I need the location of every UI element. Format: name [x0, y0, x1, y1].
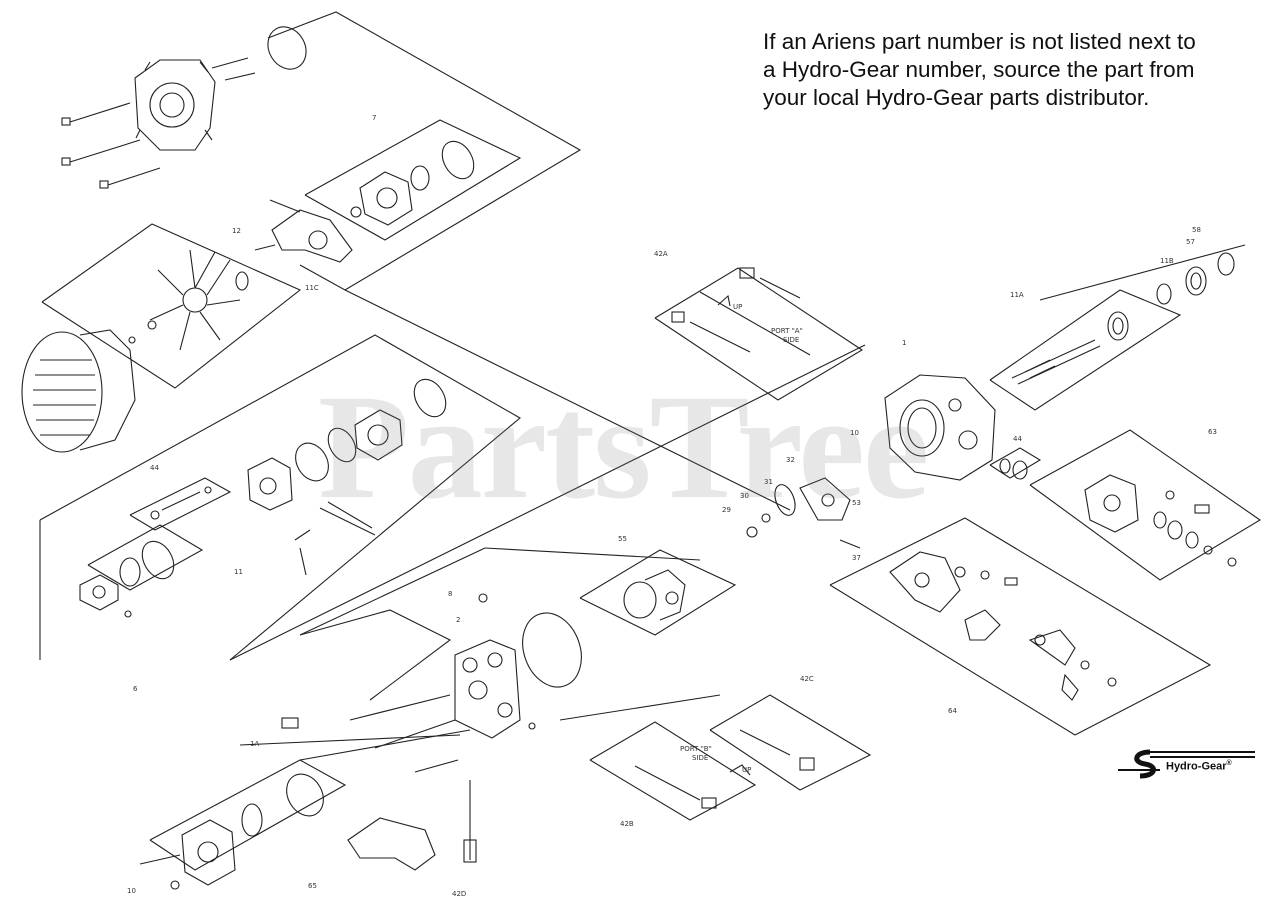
callout: 42B	[620, 820, 634, 828]
port-label: PORT "A"	[771, 327, 803, 335]
callout: 8	[448, 590, 452, 598]
seal-housing	[350, 140, 475, 226]
note-line: your local Hydro-Gear parts distributor.	[763, 85, 1150, 110]
mounting-bracket	[254, 199, 353, 263]
relief-valve	[150, 486, 212, 520]
trunnion-arm	[347, 780, 477, 871]
hydro-gear-logo-icon	[1118, 749, 1255, 779]
callout: 42D	[452, 890, 466, 898]
o-ring	[267, 26, 307, 70]
assembly-line	[484, 547, 701, 561]
assembly-line	[1039, 244, 1246, 301]
callout: 42A	[654, 250, 668, 258]
sourcing-note: If an Ariens part number is not listed n…	[763, 28, 1263, 112]
callouts: 6 11 44 12 11C 7 42A 1 11A 11B 57 58 10 …	[127, 114, 1217, 898]
group-outline-top	[267, 11, 582, 291]
callout: 11C	[305, 284, 319, 292]
bypass-assembly	[1084, 474, 1237, 567]
group-outline-filter	[304, 119, 522, 241]
callout: 11A	[1010, 291, 1024, 299]
port-label: UP	[733, 303, 742, 311]
center-section	[281, 593, 582, 773]
assembly-line	[229, 344, 866, 661]
callout: 55	[618, 535, 627, 543]
group-outline-center	[299, 609, 452, 701]
callout: 1A	[250, 740, 259, 748]
group-outline-bypass	[1029, 429, 1262, 581]
housing-cover	[134, 59, 216, 151]
bottom-valves	[634, 729, 815, 809]
assembly-line	[299, 547, 486, 636]
charge-pump-cover	[247, 378, 447, 576]
group-outline-charge	[87, 524, 204, 591]
callout: 10	[850, 429, 859, 437]
main-housing	[884, 374, 1028, 481]
callout: 11B	[1160, 257, 1174, 265]
port-label: SIDE	[692, 754, 708, 762]
port-label: PORT "B"	[680, 745, 712, 753]
note-line: a Hydro-Gear number, source the part fro…	[763, 57, 1195, 82]
group-outline-axle	[989, 289, 1182, 411]
callout: 12	[232, 227, 241, 235]
callout: 58	[1192, 226, 1201, 234]
grille-cover	[21, 329, 136, 453]
callout: 65	[308, 882, 317, 890]
group-outline-main	[39, 334, 521, 661]
callout: 2	[456, 616, 460, 624]
callout: 57	[1186, 238, 1195, 246]
callout: 10	[127, 887, 136, 895]
group-outline-valve	[129, 477, 232, 531]
callout: 6	[133, 685, 138, 693]
bolts	[61, 57, 256, 189]
callout: 29	[722, 506, 731, 514]
assembly-line	[239, 734, 461, 746]
group-outline-seal	[989, 447, 1042, 479]
callout: 31	[764, 478, 773, 486]
group-outline-bottom-valve	[709, 694, 872, 791]
control-arm-assembly	[889, 551, 1117, 701]
callout: 1	[902, 339, 906, 347]
assembly-line	[344, 289, 791, 511]
callout: 7	[372, 114, 376, 122]
check-valves	[671, 267, 801, 353]
assembly-line	[699, 291, 811, 356]
port-label: UP	[742, 766, 751, 774]
callout: 64	[948, 707, 957, 715]
charge-check	[79, 540, 175, 618]
group-outline-control	[829, 517, 1212, 736]
callout: 42C	[800, 675, 814, 683]
watermark: PartsTree	[318, 364, 929, 530]
note-line: If an Ariens part number is not listed n…	[763, 29, 1196, 54]
cooling-fan	[128, 249, 249, 351]
brand-name: Hydro-Gear®	[1166, 760, 1232, 773]
cylinder-block	[623, 569, 686, 621]
group-outline-bottom-left	[149, 759, 347, 871]
swashplate	[746, 477, 861, 549]
callout: 44	[150, 464, 159, 472]
callout: 37	[852, 554, 861, 562]
end-cap	[139, 773, 324, 890]
callout: 11	[234, 568, 243, 576]
assembly-line	[559, 694, 721, 721]
callout: 30	[740, 492, 749, 500]
callout: 63	[1208, 428, 1217, 436]
group-outline-check-valve	[654, 267, 864, 401]
port-label: SIDE	[783, 336, 799, 344]
callout: 44	[1013, 435, 1022, 443]
callout: 53	[852, 499, 861, 507]
group-outline-block	[579, 549, 737, 636]
group-outline-bottom-valve-2	[589, 721, 757, 821]
callout: 32	[786, 456, 795, 464]
input-shaft	[1011, 252, 1235, 385]
